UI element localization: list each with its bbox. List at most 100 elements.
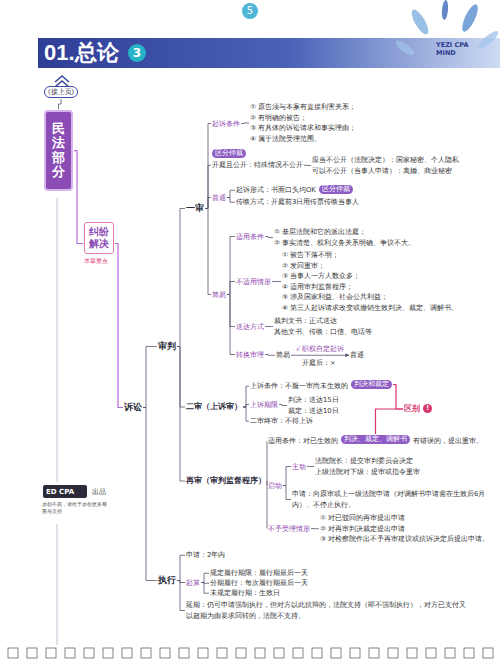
footer-box bbox=[236, 648, 246, 658]
tree-connector bbox=[272, 281, 281, 282]
leaf bbox=[394, 38, 417, 57]
node-text: 起诉条件 bbox=[212, 119, 240, 128]
sub-branch: 转换审理 bbox=[236, 350, 264, 359]
node-text: 转换审理 bbox=[236, 350, 264, 359]
text-item: ① 对已驳回的再审提出申请② 对再审判决裁定提出申请③ 对检察院作出不予再审建议… bbox=[320, 513, 489, 545]
node-text: 应当不公开（法院决定）：国家秘密、个人隐私 bbox=[312, 155, 459, 166]
node-text: 可以不公开（当事人申请）：离婚、商业秘密 bbox=[312, 166, 459, 177]
footer-box bbox=[369, 648, 379, 658]
branch-node: 再审（审判监督程序） bbox=[186, 476, 266, 486]
tag-pill: 判决、裁定、调解书 bbox=[341, 435, 410, 444]
node-text: 二审终审：不得上诉 bbox=[250, 416, 313, 427]
footer-box bbox=[331, 648, 341, 658]
node-text: 判决：送达15日 bbox=[288, 395, 339, 406]
node-text: 纠纷解决 bbox=[84, 222, 114, 254]
logo-text: ED CPA bbox=[46, 487, 74, 497]
brand-mark: YEZI CPA MIND bbox=[436, 41, 480, 57]
header-band bbox=[38, 38, 500, 68]
tree-connector bbox=[227, 282, 235, 295]
tree-connector bbox=[307, 466, 314, 467]
node-text: 开庭且公开：特殊情况不公开 bbox=[212, 160, 303, 171]
node-text: (接上页) bbox=[48, 88, 74, 96]
tree-connector bbox=[201, 573, 209, 582]
node-text: 不予受理情形 bbox=[268, 524, 310, 533]
sub-branch: 不适用情形 bbox=[236, 277, 271, 286]
text-item: 未规定履行期：生效日 bbox=[210, 588, 280, 599]
footer-box bbox=[27, 648, 37, 658]
node-text: 适用条件 bbox=[236, 232, 264, 241]
text-item: ① 基层法院和它的派出法庭；② 事实清楚、权利义务关系明确、争议不大。 bbox=[274, 227, 415, 248]
footer-box bbox=[160, 648, 170, 658]
text-item: 申请：2年内 bbox=[186, 550, 225, 561]
node-text: 分期履行：每次履行期最后一天 bbox=[210, 578, 308, 589]
footer-box bbox=[8, 648, 18, 658]
sub-branch: 普通 bbox=[212, 193, 226, 202]
text-item: 简易 bbox=[276, 350, 290, 361]
text-item: 有错误的，提出重审。 bbox=[413, 436, 483, 447]
tree-connector bbox=[267, 481, 268, 529]
edge-label: √ 职权自定起诉 bbox=[295, 345, 345, 353]
tree-connector bbox=[177, 347, 185, 482]
branch-node: 二审（上诉审） bbox=[186, 402, 242, 412]
leaf bbox=[475, 29, 500, 52]
tree-connector bbox=[227, 198, 235, 203]
node-text: 起算 bbox=[186, 578, 200, 587]
text-item: 申请：向原审或上一级法院申请（对调解书申请需在生效后6月内）、不停止执行。 bbox=[292, 489, 490, 510]
text-item: 普通 bbox=[350, 350, 364, 361]
tree-connector bbox=[304, 165, 311, 166]
tree-connector bbox=[205, 124, 211, 209]
footer-box bbox=[312, 648, 322, 658]
node-text: ② 事实清楚、权利义务关系明确、争议不大。 bbox=[274, 238, 415, 249]
tree-connector bbox=[177, 209, 185, 347]
sub-branch: 起诉条件 bbox=[212, 119, 240, 128]
text-item: 应当不公开（法院决定）：国家秘密、个人隐私可以不公开（当事人申请）：离婚、商业秘… bbox=[312, 155, 459, 176]
node-text: ① 对已驳回的再审提出申请 bbox=[320, 513, 489, 524]
tree-connector bbox=[265, 237, 273, 238]
node-text: 执行 bbox=[158, 575, 176, 586]
tree-connector bbox=[279, 405, 287, 406]
footer-box bbox=[445, 648, 455, 658]
footer-box bbox=[274, 648, 284, 658]
sub-branch: 起算 bbox=[186, 578, 200, 587]
tree-connector bbox=[243, 386, 249, 407]
tree-connector bbox=[227, 295, 235, 327]
node-text: 简易 bbox=[276, 350, 290, 361]
node-text: 未规定履行期：生效日 bbox=[210, 588, 280, 599]
branch-node: 审判 bbox=[158, 341, 176, 352]
node-text: 判决和裁定 bbox=[354, 380, 389, 389]
footer-box bbox=[407, 648, 417, 658]
tag-pill: 区分仲裁 bbox=[319, 185, 353, 194]
tree-connector bbox=[59, 99, 62, 109]
node-text: 再审（审判监督程序） bbox=[186, 476, 266, 486]
node-text: 5 bbox=[242, 3, 258, 19]
node-text: ④ 适用审判监督程序； bbox=[282, 282, 458, 293]
footer-box bbox=[293, 648, 303, 658]
node-text: 有错误的，提出重审。 bbox=[413, 436, 483, 447]
tree-connector bbox=[74, 151, 83, 244]
node-text: ① 被告下落不明； bbox=[282, 250, 458, 261]
node-text: 法院院长：提交审判委员会决定 bbox=[315, 456, 420, 467]
node-text: ③ 对检察院作出不予再审建议或抗诉决定后提出申请。 bbox=[320, 534, 489, 545]
section-band: 民法部分 bbox=[44, 110, 73, 191]
tree-connector bbox=[376, 409, 404, 434]
sub-branch: 送达方式 bbox=[236, 322, 264, 331]
sub-branch: 不予受理情形 bbox=[268, 524, 310, 533]
node-text: 申请：2年内 bbox=[186, 550, 225, 561]
node-text: 区分仲裁 bbox=[322, 185, 350, 194]
tree-connector bbox=[205, 198, 211, 209]
sub-branch: 启动 bbox=[268, 481, 282, 490]
leaf bbox=[409, 7, 432, 36]
node-text: ⑥ 第三人起诉请求改变或撤销生效判决、裁定、调解书。 bbox=[282, 303, 458, 314]
node-text: 普通 bbox=[212, 193, 226, 202]
tree-connector bbox=[227, 295, 235, 355]
note-tag: 区别 bbox=[404, 404, 420, 414]
node-text: 上诉条件：不服一审尚未生效的 bbox=[250, 381, 348, 392]
node-text: 延期：仍可申请强制执行，但对方以此抗辩的，法院支持（即不强制执行），对方已支付又… bbox=[186, 600, 471, 621]
node-text: 适用条件：对已生效的 bbox=[268, 436, 338, 447]
text-item: ① 原告须与本案有直接利害关系；② 有明确的被告；③ 有具体的诉讼请求和事实理由… bbox=[250, 102, 356, 144]
node-text: ② 有明确的被告； bbox=[250, 113, 356, 124]
node-text: 传唤方式：开庭前3日用传票传唤当事人 bbox=[236, 197, 359, 208]
text-item: 裁判文书：正式送达其他文书、传唤：口信、电话等 bbox=[274, 316, 372, 337]
footer-box bbox=[388, 648, 398, 658]
